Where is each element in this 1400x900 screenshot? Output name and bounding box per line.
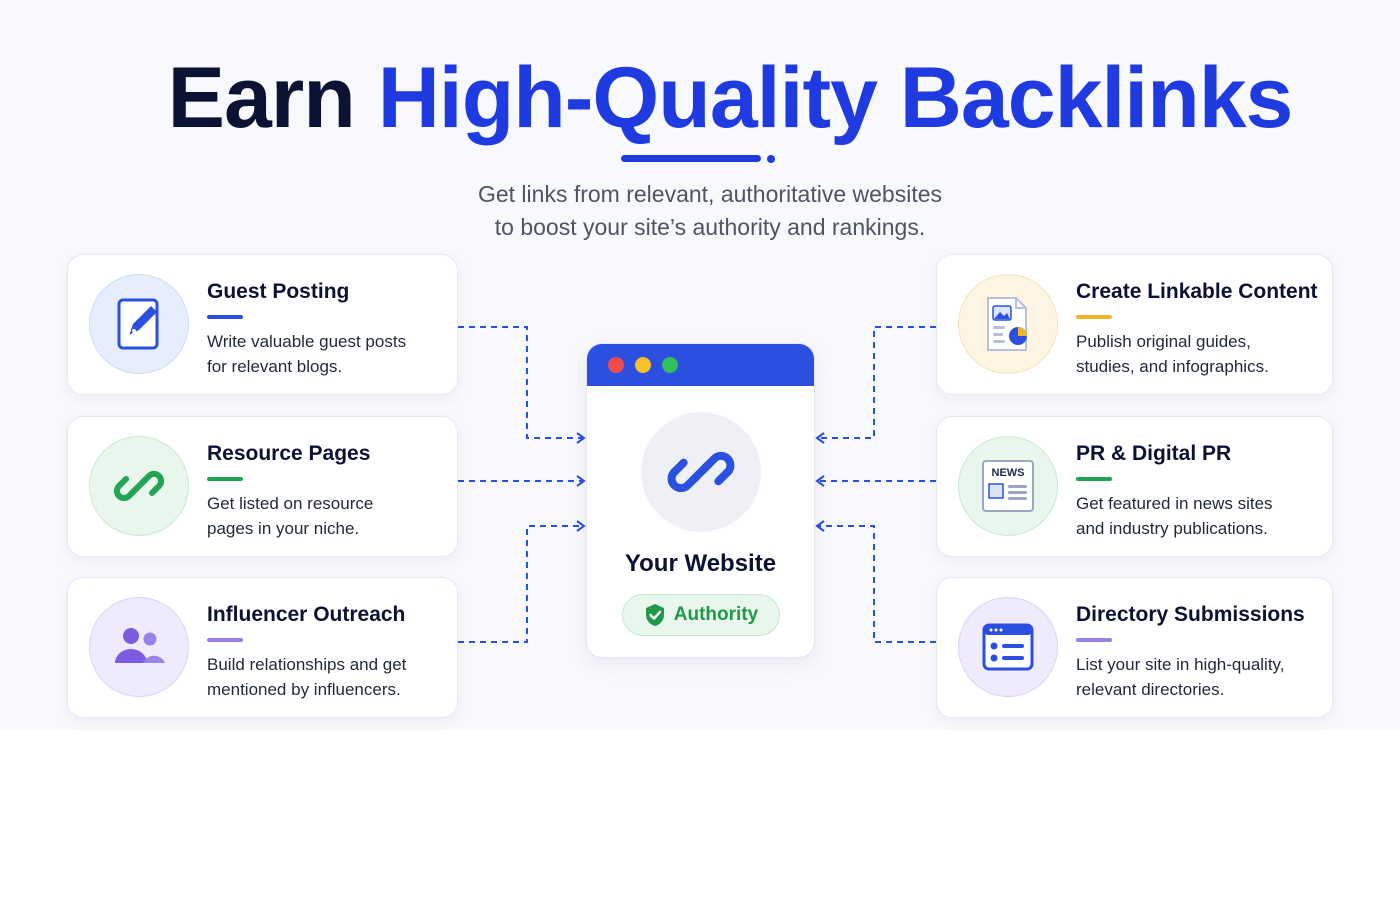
card-title: Directory Submissions: [1076, 603, 1305, 626]
infographic-document-icon: [958, 274, 1058, 374]
card-desc-line-2: for relevant blogs.: [207, 357, 343, 376]
card-desc-line-2: and industry publications.: [1076, 519, 1268, 538]
connector-directory-submissions: [815, 520, 936, 643]
people-icon: [89, 597, 189, 697]
your-website-label: Your Website: [624, 550, 777, 577]
chain-link-icon: [641, 412, 761, 532]
card-title: Guest Posting: [207, 280, 350, 303]
window-dot-red-icon: [608, 357, 624, 373]
newspaper-icon: NEWS: [958, 436, 1058, 536]
window-dot-green-icon: [662, 357, 678, 373]
title-underline: [621, 155, 761, 162]
card-title: Create Linkable Content: [1076, 280, 1318, 303]
chain-link-icon: [89, 436, 189, 536]
page-subtitle: Get links from relevant, authoritative w…: [400, 178, 1020, 244]
connector-lines: [458, 326, 936, 643]
card-desc-line-2: studies, and infographics.: [1076, 357, 1269, 376]
card-desc-line-1: Get listed on resource: [207, 494, 374, 513]
news-label: NEWS: [992, 467, 1025, 479]
infographic-canvas: Earn High-Quality Backlinks Get links fr…: [0, 48, 1400, 718]
card-pr-digital-pr: NEWS PR & Digital PR Get featured in new…: [936, 416, 1333, 557]
card-accent-bar: [1076, 315, 1112, 319]
card-accent-bar: [1076, 638, 1112, 642]
card-desc-line-2: pages in your niche.: [207, 519, 360, 538]
window-dot-yellow-icon: [635, 357, 651, 373]
card-desc-line-1: Write valuable guest posts: [207, 332, 407, 351]
card-description: Write valuable guest posts for relevant …: [207, 329, 457, 379]
card-create-linkable-content: Create Linkable Content Publish original…: [936, 254, 1333, 395]
card-accent-bar: [1076, 477, 1112, 481]
card-description: Publish original guides, studies, and in…: [1076, 329, 1326, 379]
card-title: PR & Digital PR: [1076, 442, 1232, 465]
card-description: Get listed on resource pages in your nic…: [207, 491, 457, 541]
card-description: Build relationships and get mentioned by…: [207, 652, 457, 702]
card-title: Resource Pages: [207, 442, 371, 465]
subtitle-line-2: to boost your site’s authority and ranki…: [494, 214, 926, 240]
pen-document-icon: [89, 274, 189, 374]
browser-topbar: [587, 344, 814, 386]
card-desc-line-1: Build relationships and get: [207, 655, 407, 674]
title-underline-dot: [767, 155, 775, 163]
connector-guest-posting: [458, 326, 586, 444]
connector-linkable-content: [815, 326, 936, 444]
card-description: List your site in high-quality, relevant…: [1076, 652, 1326, 702]
card-accent-bar: [207, 315, 243, 319]
authority-label: Authority: [673, 604, 759, 625]
card-accent-bar: [207, 477, 243, 481]
card-guest-posting: Guest Posting Write valuable guest posts…: [67, 254, 458, 395]
card-desc-line-1: Get featured in news sites: [1076, 494, 1273, 513]
card-desc-line-1: Publish original guides,: [1076, 332, 1251, 351]
subtitle-line-1: Get links from relevant, authoritative w…: [477, 181, 943, 207]
directory-list-icon: [958, 597, 1058, 697]
card-influencer-outreach: Influencer Outreach Build relationships …: [67, 577, 458, 718]
card-directory-submissions: Directory Submissions List your site in …: [936, 577, 1333, 718]
title-part-backlinks: High-Quality Backlinks: [377, 50, 1294, 146]
page-title: Earn High-Quality Backlinks: [0, 48, 1400, 148]
shield-check-icon: [645, 604, 664, 626]
card-desc-line-1: List your site in high-quality,: [1076, 655, 1285, 674]
authority-badge: Authority: [622, 594, 780, 636]
card-title: Influencer Outreach: [207, 603, 406, 626]
your-website-browser: Your Website Authority: [586, 343, 815, 658]
connector-influencer-outreach: [458, 520, 586, 643]
card-desc-line-2: mentioned by influencers.: [207, 680, 401, 699]
card-description: Get featured in news sites and industry …: [1076, 491, 1326, 541]
title-part-earn: Earn: [167, 50, 356, 146]
card-resource-pages: Resource Pages Get listed on resource pa…: [67, 416, 458, 557]
card-desc-line-2: relevant directories.: [1076, 680, 1225, 699]
card-accent-bar: [207, 638, 243, 642]
